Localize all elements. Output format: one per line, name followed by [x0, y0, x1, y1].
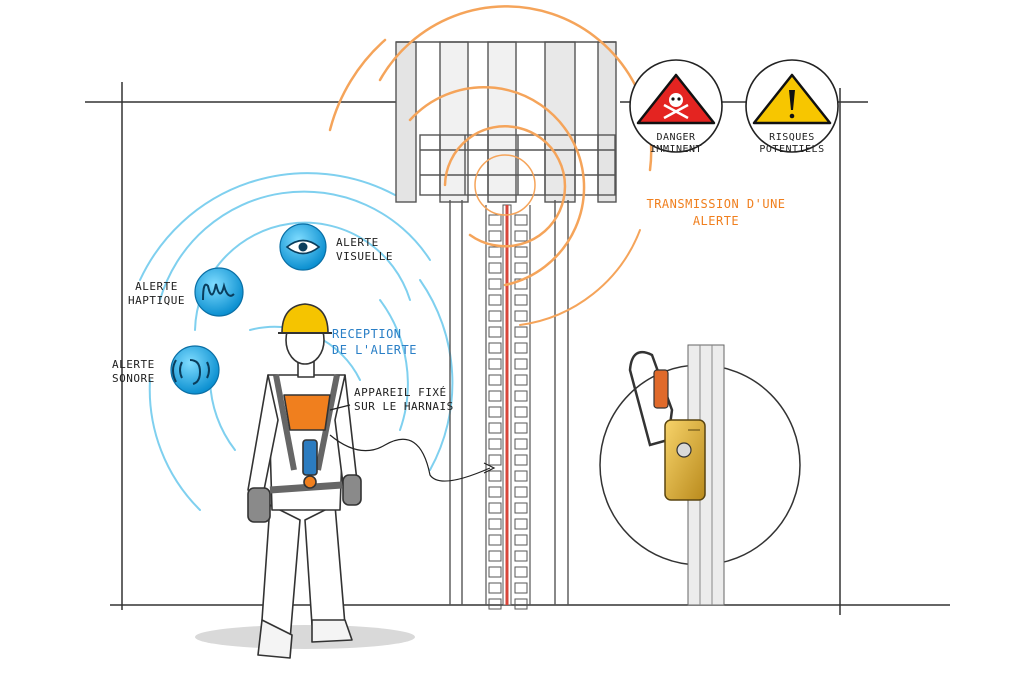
ladder-rung	[488, 534, 502, 546]
tower-shaft	[449, 200, 569, 605]
ladder-rung	[514, 326, 528, 338]
ladder-rung	[514, 582, 528, 594]
visual-alert-badge	[279, 223, 327, 271]
danger-line2: IMMINENT	[649, 144, 703, 155]
ladder-rung	[488, 582, 502, 594]
reception-line1: RECEPTION	[332, 327, 402, 341]
ladder-rung	[514, 518, 528, 530]
ladder-rung	[488, 502, 502, 514]
ladder-rung	[488, 374, 502, 386]
reception-label: RECEPTION DE L'ALERTE	[332, 326, 417, 358]
ladder-rung	[514, 534, 528, 546]
fall-arrester-detail	[599, 344, 801, 606]
ladder-rung	[488, 326, 502, 338]
visual-alert-line2: VISUELLE	[336, 250, 393, 263]
risks-label: RISQUES POTENTIELS	[752, 132, 832, 156]
skull-crossbones-icon	[663, 93, 689, 120]
sound-alert-line1: ALERTE	[112, 358, 155, 371]
ladder-rung	[488, 262, 502, 274]
ladder	[485, 205, 531, 605]
transmission-label: TRANSMISSION D'UNE ALERTE	[626, 196, 806, 230]
worker	[195, 303, 415, 659]
arrow-head	[483, 462, 496, 474]
sound-alert-label: ALERTE SONORE	[112, 358, 155, 386]
exclamation-icon	[789, 90, 795, 119]
safety-rail	[502, 204, 512, 606]
danger-line1: DANGER	[656, 132, 696, 143]
ladder-rung	[488, 454, 502, 466]
reception-line2: DE L'ALERTE	[332, 343, 417, 357]
ladder-rung	[488, 390, 502, 402]
ladder-rung	[514, 310, 528, 322]
danger-label: DANGER IMMINENT	[640, 132, 712, 156]
visual-alert-label: ALERTE VISUELLE	[336, 236, 393, 264]
ladder-rung	[488, 342, 502, 354]
eye-icon	[285, 239, 321, 255]
risks-line1: RISQUES	[769, 132, 815, 143]
transmission-line1: TRANSMISSION D'UNE	[646, 197, 786, 211]
ladder-rung	[514, 390, 528, 402]
ladder-rung	[488, 214, 502, 226]
ladder-rung	[488, 566, 502, 578]
ladder-rung	[514, 294, 528, 306]
ladder-rung	[514, 422, 528, 434]
device-label: APPAREIL FIXÉ SUR LE HARNAIS	[354, 386, 454, 414]
risks-line2: POTENTIELS	[759, 144, 825, 155]
ladder-rung	[514, 246, 528, 258]
sound-icon	[172, 359, 210, 385]
ladder-rung	[514, 406, 528, 418]
ladder-rung	[488, 294, 502, 306]
device-pointer	[329, 404, 351, 411]
transmission-line2: ALERTE	[692, 214, 740, 228]
sound-alert-badge	[170, 345, 220, 395]
ladder-rung	[488, 358, 502, 370]
ladder-rung	[514, 374, 528, 386]
ladder-rung	[514, 214, 528, 226]
ladder-rung	[514, 438, 528, 450]
ladder-rung	[488, 486, 502, 498]
ladder-rung	[488, 438, 502, 450]
ladder-rung	[488, 470, 502, 482]
ladder-rung	[488, 550, 502, 562]
ladder-rung	[514, 470, 528, 482]
device-line2: SUR LE HARNAIS	[354, 400, 454, 413]
ladder-rung	[488, 598, 502, 610]
device-cable	[329, 434, 491, 482]
danger-sign	[629, 59, 723, 153]
ladder-rung	[514, 566, 528, 578]
haptic-alert-line1: ALERTE	[135, 280, 178, 293]
ladder-rung	[514, 454, 528, 466]
ladder-rung	[514, 358, 528, 370]
haptic-alert-badge	[194, 267, 244, 317]
ladder-rung	[514, 342, 528, 354]
ladder-rung	[488, 310, 502, 322]
ladder-rung	[488, 230, 502, 242]
ladder-rung	[488, 422, 502, 434]
ladder-rung	[514, 262, 528, 274]
visual-alert-line1: ALERTE	[336, 236, 379, 249]
ladder-rung	[514, 502, 528, 514]
haptic-alert-label: ALERTE HAPTIQUE	[128, 280, 185, 308]
ladder-rung	[488, 278, 502, 290]
device-line1: APPAREIL FIXÉ	[354, 386, 447, 399]
ladder-rung	[514, 550, 528, 562]
risks-sign	[745, 59, 839, 153]
ladder-rung	[514, 598, 528, 610]
ladder-rung	[514, 230, 528, 242]
ladder-rung	[488, 246, 502, 258]
ladder-rung	[488, 406, 502, 418]
ladder-rung	[488, 518, 502, 530]
vibration-icon	[202, 282, 235, 301]
ladder-rung	[514, 486, 528, 498]
ladder-rungs	[488, 214, 528, 610]
haptic-alert-line2: HAPTIQUE	[128, 294, 185, 307]
sound-alert-line2: SONORE	[112, 372, 155, 385]
